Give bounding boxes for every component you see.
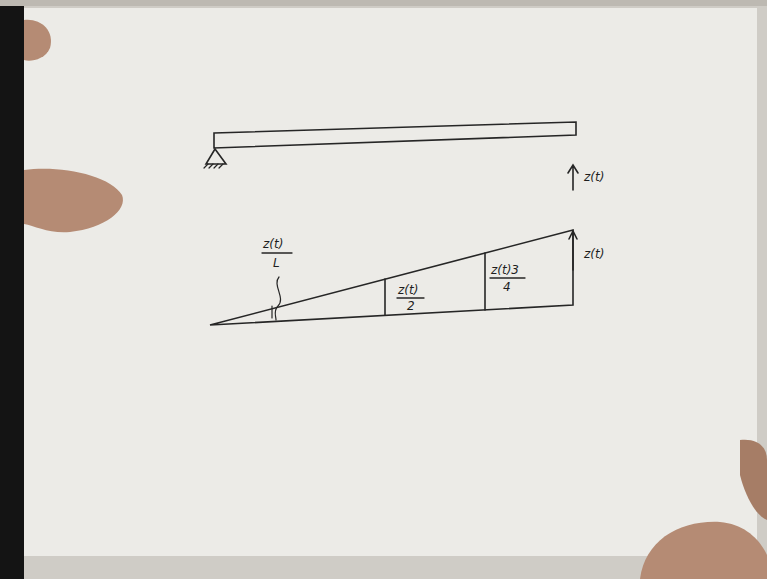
fraction-bar (397, 297, 424, 298)
beam (214, 122, 576, 148)
hand (640, 522, 767, 579)
slope-denominator: L (273, 256, 280, 270)
hand (24, 169, 123, 233)
fraction-denominator: 4 (503, 280, 511, 294)
slope-numerator: z(t) (263, 237, 283, 251)
force-label: z(t) (584, 170, 604, 184)
paper (20, 8, 757, 556)
fraction-bar (490, 277, 525, 278)
slope-arc (271, 306, 272, 318)
support-hatch (204, 164, 223, 168)
fraction-bar (262, 252, 292, 253)
ordinate-line (384, 279, 386, 315)
dark-edge (0, 0, 24, 579)
top-edge (0, 0, 767, 6)
pin-support (206, 149, 226, 164)
hand (24, 20, 51, 61)
ordinate-arrow (569, 231, 577, 270)
hand (740, 440, 767, 520)
fraction-numerator: z(t)3 (491, 263, 519, 277)
force-arrow (568, 165, 578, 190)
ordinate-label: z(t) (584, 247, 604, 261)
fraction-denominator: 2 (407, 299, 415, 313)
displacement-triangle (210, 230, 573, 325)
ordinate-line (484, 253, 486, 310)
leader-line (275, 277, 280, 320)
fraction-numerator: z(t) (398, 283, 418, 297)
